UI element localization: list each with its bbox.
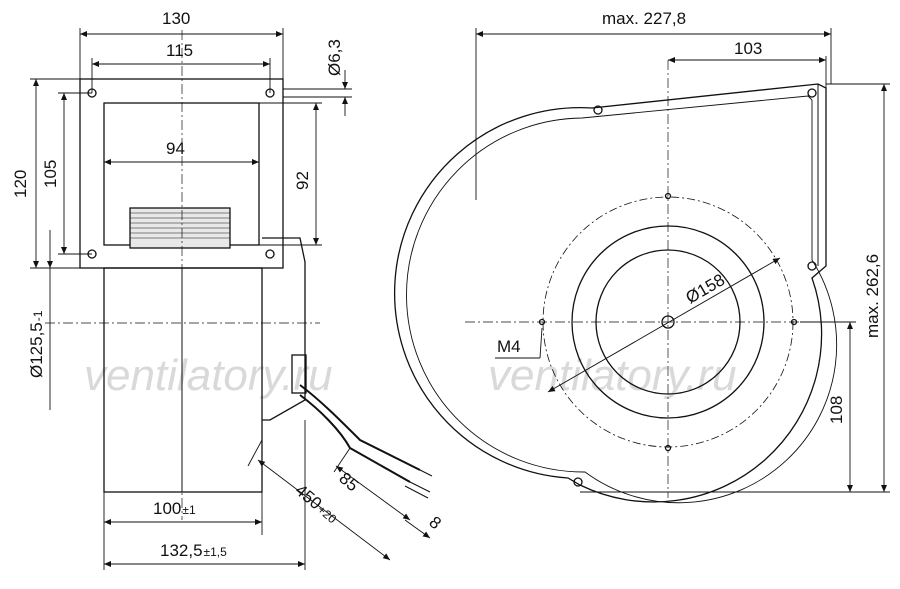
front-hole-left-top: [593, 105, 603, 115]
dim-height-outer: 120: [11, 170, 30, 198]
dim-inlet-dia: Ø158: [683, 270, 729, 307]
dim-width-outer: 130: [162, 9, 190, 28]
front-view: [393, 60, 838, 504]
side-view: [45, 30, 433, 520]
dim-outlet-height: 108: [827, 396, 846, 424]
dim-max-height: max. 262,6: [863, 254, 882, 338]
dim-inlet-width: 94: [166, 139, 185, 158]
scroll-housing: [393, 83, 827, 503]
front-hole-top: [807, 88, 817, 98]
dim-width-holes: 115: [166, 41, 193, 60]
dim-strip-length: 85: [335, 469, 362, 496]
cable-gland: [291, 354, 307, 394]
dim-thread: M4: [497, 337, 521, 356]
dim-max-width: max. 227,8: [602, 9, 686, 28]
front-dimensions: [475, 28, 890, 493]
side-labels: 130 115 94 Ø6,3 120 105 92 Ø125,5-1 100±…: [11, 9, 445, 560]
mount-hole-br: [265, 249, 275, 259]
dim-wire-strip: 8: [425, 513, 444, 534]
dim-inlet-height: 92: [293, 171, 312, 190]
side-dimensions: [30, 28, 431, 570]
dim-height-holes: 105: [41, 160, 60, 188]
dim-hole-dia: Ø6,3: [325, 39, 344, 76]
housing-body: [103, 267, 263, 493]
motor-plate: [262, 237, 306, 421]
watermark-left: ventilatory.ru: [84, 351, 333, 400]
dim-depth-total: 132,5±1,5: [160, 541, 227, 560]
dim-body-dia: Ø125,5-1: [27, 310, 46, 378]
front-hole-left-bottom: [573, 477, 583, 487]
dim-center-to-edge: 103: [734, 39, 762, 58]
scroll-inner-line: [406, 95, 838, 504]
dim-depth-main: 100±1: [153, 499, 196, 518]
front-hole-bottom: [807, 261, 817, 271]
dim-cable-length: 450+20: [291, 481, 342, 528]
